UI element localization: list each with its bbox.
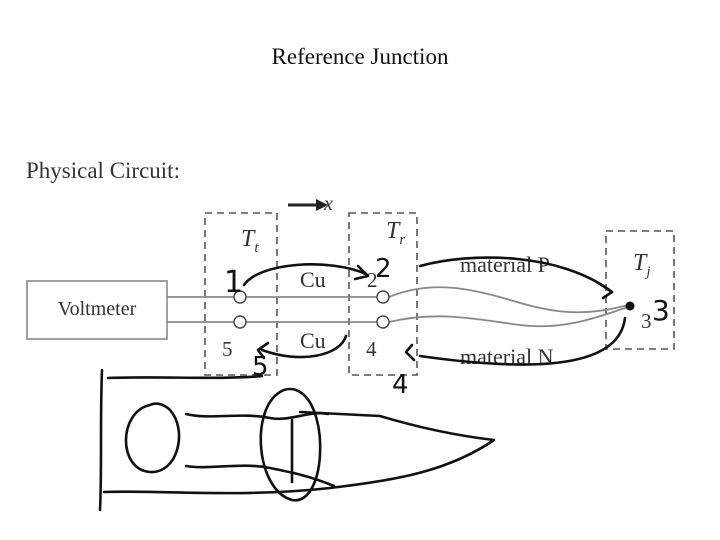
- ink-arrowhead-3-to-4: [404, 343, 416, 362]
- voltmeter-box: [26, 280, 168, 340]
- node-number-2: 2: [367, 268, 378, 292]
- wire-material-p: [388, 286, 629, 314]
- axis-label-x: x: [323, 193, 333, 215]
- handwritten-annotations: 1 2 3 4 5: [98, 254, 670, 512]
- ink-arrow-1-to-2: [242, 263, 368, 287]
- label-material-p: material P: [460, 252, 550, 277]
- handwritten-number-1: 1: [224, 265, 243, 300]
- ink-sketch-wire-bottom: [184, 464, 336, 488]
- terminal-2: [376, 290, 390, 304]
- ink-arrow-3-to-4: [418, 316, 627, 366]
- label-cu-top: Cu: [300, 267, 326, 292]
- node-number-5: 5: [222, 337, 233, 361]
- terminal-block-box: [204, 212, 278, 376]
- voltmeter-label: Voltmeter: [58, 298, 137, 320]
- handwritten-number-4: 4: [392, 370, 409, 400]
- terminal-4: [376, 315, 390, 329]
- ink-sketch-ring: [259, 387, 322, 502]
- node-number-3: 3: [641, 309, 652, 333]
- ink-arrow-4-to-5: [260, 334, 348, 359]
- handwritten-number-5: 5: [252, 352, 269, 382]
- node-number-4: 4: [366, 337, 377, 361]
- page-title: Reference Junction: [271, 44, 449, 69]
- reference-junction-box: [348, 212, 418, 376]
- temp-label-r: Tr: [386, 218, 405, 248]
- x-axis-arrowhead: [316, 199, 328, 211]
- temp-label-t: Tt: [241, 226, 259, 256]
- ink-arrow-2-to-3: [418, 256, 614, 294]
- junction-3: [625, 301, 635, 311]
- ink-sketch-wire-top: [184, 411, 330, 421]
- ink-arrowhead-1-to-2: [353, 264, 370, 281]
- temp-label-j: Tj: [633, 250, 651, 280]
- wire-material-n: [388, 306, 629, 328]
- ink-arrowhead-2-to-3: [598, 282, 614, 300]
- measuring-junction-box: [605, 230, 675, 350]
- handwritten-number-2: 2: [375, 254, 392, 284]
- ink-sketch-outline: [98, 368, 496, 512]
- handwritten-number-3: 3: [652, 294, 670, 327]
- label-cu-bottom: Cu: [300, 328, 326, 353]
- ink-arrowhead-4-to-5: [256, 341, 270, 360]
- section-heading: Physical Circuit:: [26, 158, 180, 183]
- terminal-5: [233, 315, 247, 329]
- terminal-1: [233, 290, 247, 304]
- ink-sketch-loop: [124, 402, 181, 474]
